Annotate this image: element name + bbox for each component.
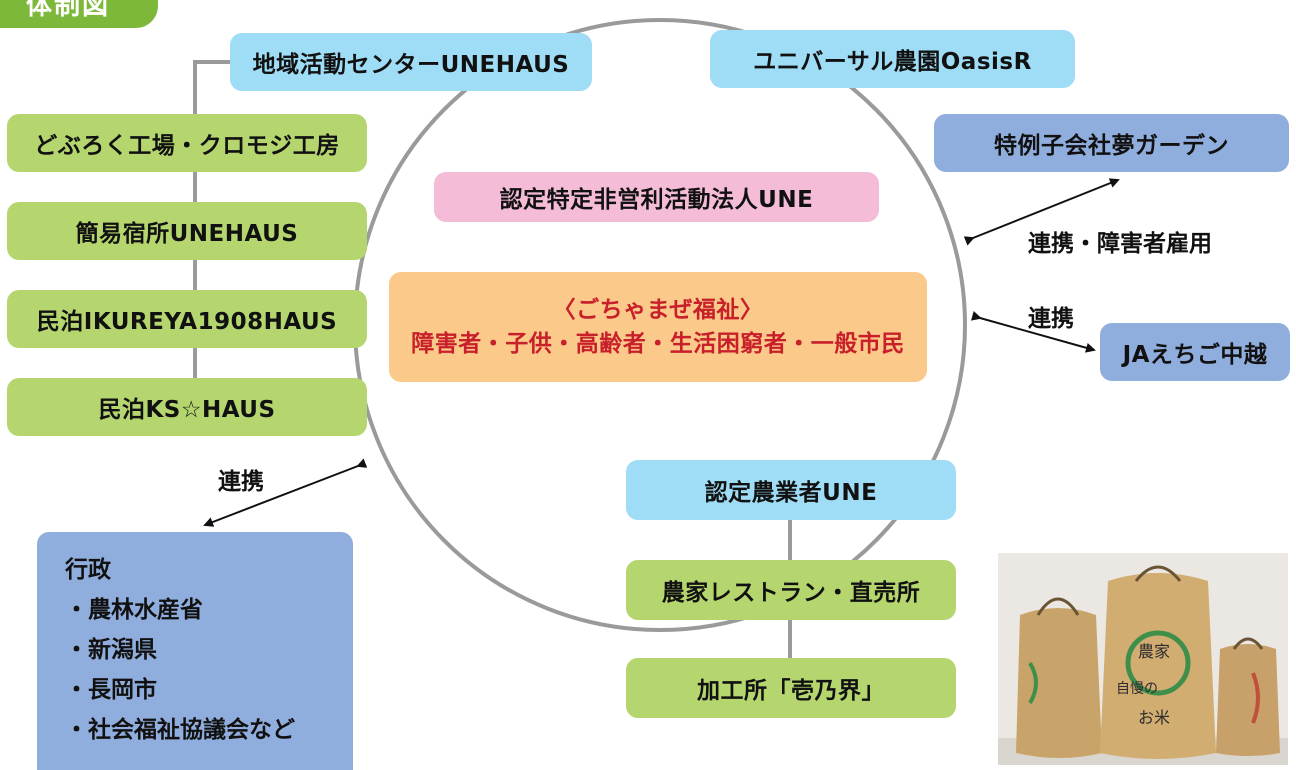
- node-community-center: 地域活動センターUNEHAUS: [230, 33, 592, 91]
- rice-bags-photo: 農家 自慢の お米: [998, 553, 1288, 765]
- node-government: 行政 ・農林水産省 ・新潟県 ・長岡市 ・社会福祉協議会など: [37, 532, 353, 770]
- government-arrow: [203, 458, 368, 527]
- node-facility-brewery: どぶろく工場・クロモジ工房: [7, 114, 367, 172]
- mixed-welfare-concept: 〈ごちゃまぜ福祉〉: [552, 297, 764, 323]
- bag-label-pride: 自慢の: [1116, 680, 1158, 697]
- government-item: ・長岡市: [65, 677, 157, 703]
- node-universal-farm: ユニバーサル農園OasisR: [710, 30, 1075, 88]
- node-npo-une: 認定特定非営利活動法人UNE: [434, 172, 879, 222]
- node-processing-plant: 加工所「壱乃界」: [626, 658, 956, 718]
- node-subsidiary-yume-garden: 特例子会社夢ガーデン: [934, 114, 1289, 172]
- node-facility-simple-lodging: 簡易宿所UNEHAUS: [7, 202, 367, 260]
- node-ja-echigo-chuetsu: JAえちご中越: [1100, 323, 1290, 381]
- subsidiary-arrow: [963, 178, 1120, 246]
- node-facility-ikureya: 民泊IKUREYA1908HAUS: [7, 290, 367, 348]
- government-item: ・農林水産省: [65, 597, 203, 623]
- government-heading: 行政: [65, 557, 111, 583]
- label-subsidiary-link: 連携・障害者雇用: [1028, 231, 1212, 257]
- node-facility-ks-haus: 民泊KS☆HAUS: [7, 378, 367, 436]
- node-farm-restaurant: 農家レストラン・直売所: [626, 560, 956, 620]
- diagram-title: 体制図: [0, 0, 158, 28]
- bag-label-farmer: 農家: [1138, 642, 1170, 661]
- government-item: ・社会福祉協議会など: [65, 717, 295, 743]
- node-mixed-welfare: 〈ごちゃまぜ福祉〉 障害者・子供・高齢者・生活困窮者・一般市民: [389, 272, 927, 382]
- label-government-link: 連携: [218, 469, 264, 495]
- bag-label-rice: お米: [1138, 708, 1170, 727]
- ja-arrow: [970, 311, 1096, 353]
- mixed-welfare-targets: 障害者・子供・高齢者・生活困窮者・一般市民: [411, 331, 905, 357]
- label-ja-link: 連携: [1028, 306, 1074, 332]
- rice-bags-illustration: 農家 自慢の お米: [998, 553, 1288, 765]
- left-vertical-connector: [193, 60, 230, 400]
- government-item: ・新潟県: [65, 637, 157, 663]
- node-certified-farmer: 認定農業者UNE: [626, 460, 956, 520]
